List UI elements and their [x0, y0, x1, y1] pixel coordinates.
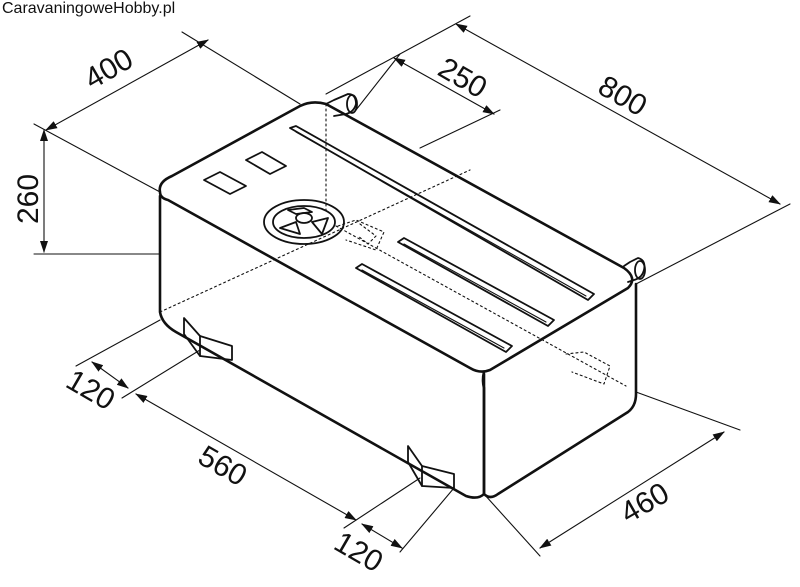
mounting-foot-left [183, 317, 233, 361]
hidden-lines [159, 103, 627, 387]
dim-label-120-left: 120 [61, 363, 121, 417]
dim-label-460: 460 [615, 476, 675, 530]
dim-label-400: 400 [79, 42, 139, 96]
filler-cap-icon [263, 199, 345, 245]
dim-label-260: 260 [12, 174, 45, 224]
top-vents [203, 151, 287, 195]
top-grooves [289, 125, 595, 353]
pipe-fitting-rear [325, 93, 358, 117]
tank-top-face [158, 101, 634, 373]
dimension-lines [33, 15, 791, 557]
dim-label-800: 800 [593, 69, 653, 123]
tank-side-face [481, 282, 638, 499]
dim-label-120-bottom: 120 [329, 525, 389, 579]
watermark-text: CaravaningoweHobby.pl [2, 0, 176, 17]
pipe-fitting-right [623, 257, 646, 283]
dim-label-250: 250 [433, 51, 493, 105]
water-tank [158, 93, 646, 499]
dim-label-560: 560 [193, 439, 253, 493]
